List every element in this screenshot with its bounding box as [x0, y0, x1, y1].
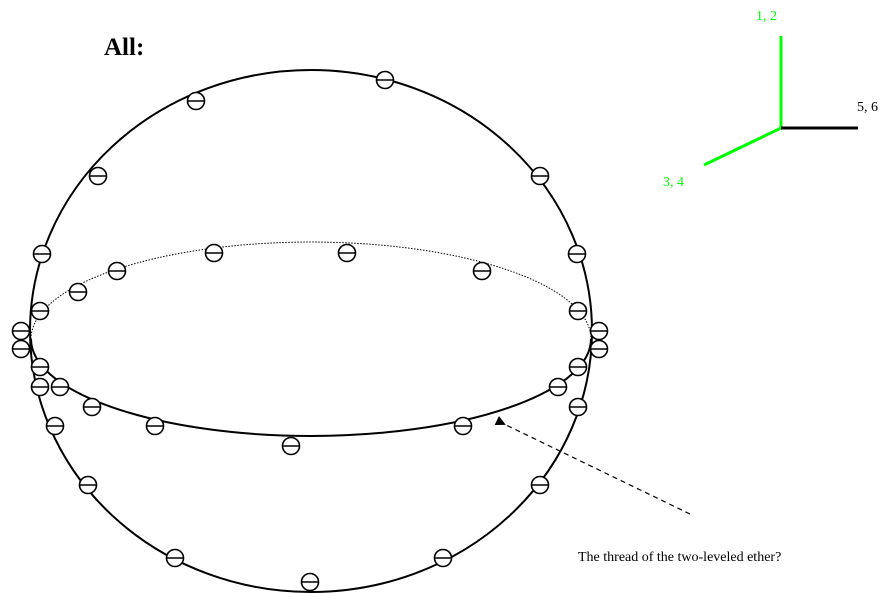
sphere-outline	[29, 69, 593, 593]
particle-marker	[30, 301, 50, 321]
particle-marker	[568, 357, 588, 377]
particle-marker	[300, 572, 320, 592]
particle-marker	[530, 166, 550, 186]
particle-marker	[88, 166, 108, 186]
particle-marker	[78, 475, 98, 495]
particle-marker	[568, 397, 588, 417]
axis-label-diagonal: 3, 4	[663, 175, 684, 190]
equator-back-arc	[30, 241, 592, 340]
equator-front-arc	[30, 338, 592, 437]
particle-marker	[45, 416, 65, 436]
particle-marker	[281, 436, 301, 456]
annotation-caption: The thread of the two-leveled ether?	[578, 550, 782, 565]
axes-triad	[703, 36, 858, 167]
particle-marker	[30, 377, 50, 397]
particle-marker	[472, 261, 492, 281]
particle-marker	[453, 416, 473, 436]
particle-marker	[530, 475, 550, 495]
axis-diagonal-line	[703, 126, 782, 167]
annotation-arrow	[494, 416, 691, 515]
particle-marker	[145, 416, 165, 436]
particle-marker	[30, 357, 50, 377]
particle-marker	[165, 548, 185, 568]
particle-marker	[589, 321, 609, 341]
particle-marker	[11, 339, 31, 359]
particle-marker	[32, 244, 52, 264]
particle-marker	[107, 261, 127, 281]
particle-marker	[82, 397, 102, 417]
particle-marker	[375, 70, 395, 90]
particle-marker	[568, 301, 588, 321]
particle-marker	[68, 282, 88, 302]
particle-marker	[337, 243, 357, 263]
particle-marker	[50, 377, 70, 397]
axis-label-vertical: 1, 2	[756, 9, 777, 24]
particle-marker	[567, 244, 587, 264]
particle-marker	[433, 548, 453, 568]
particle-marker	[589, 339, 609, 359]
particle-marker	[186, 91, 206, 111]
particle-markers	[11, 70, 609, 592]
particle-marker	[548, 377, 568, 397]
particle-marker	[11, 321, 31, 341]
axis-label-horizontal: 5, 6	[857, 100, 878, 115]
diagram-title: All:	[104, 34, 145, 61]
particle-marker	[204, 243, 224, 263]
